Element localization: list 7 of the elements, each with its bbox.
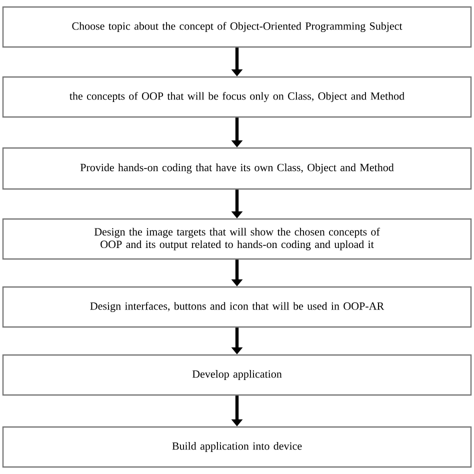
- process-box: Design interfaces, buttons and icon that will be used in OOP-AR: [2, 286, 472, 328]
- process-box: Provide hands-on coding that have its own Class, Object and Method: [2, 147, 472, 190]
- process-box: Build application into device: [2, 426, 472, 468]
- process-box: the concepts of OOP that will be focus only on Class, Object and Method: [2, 76, 472, 118]
- process-box: Develop application: [2, 354, 472, 396]
- process-box: Design the image targets that will show the chosen concepts of OOP and its output related to hands-on coding and upload it: [2, 218, 472, 260]
- process-box: Choose topic about the concept of Object-Oriented Programming Subject: [2, 6, 472, 48]
